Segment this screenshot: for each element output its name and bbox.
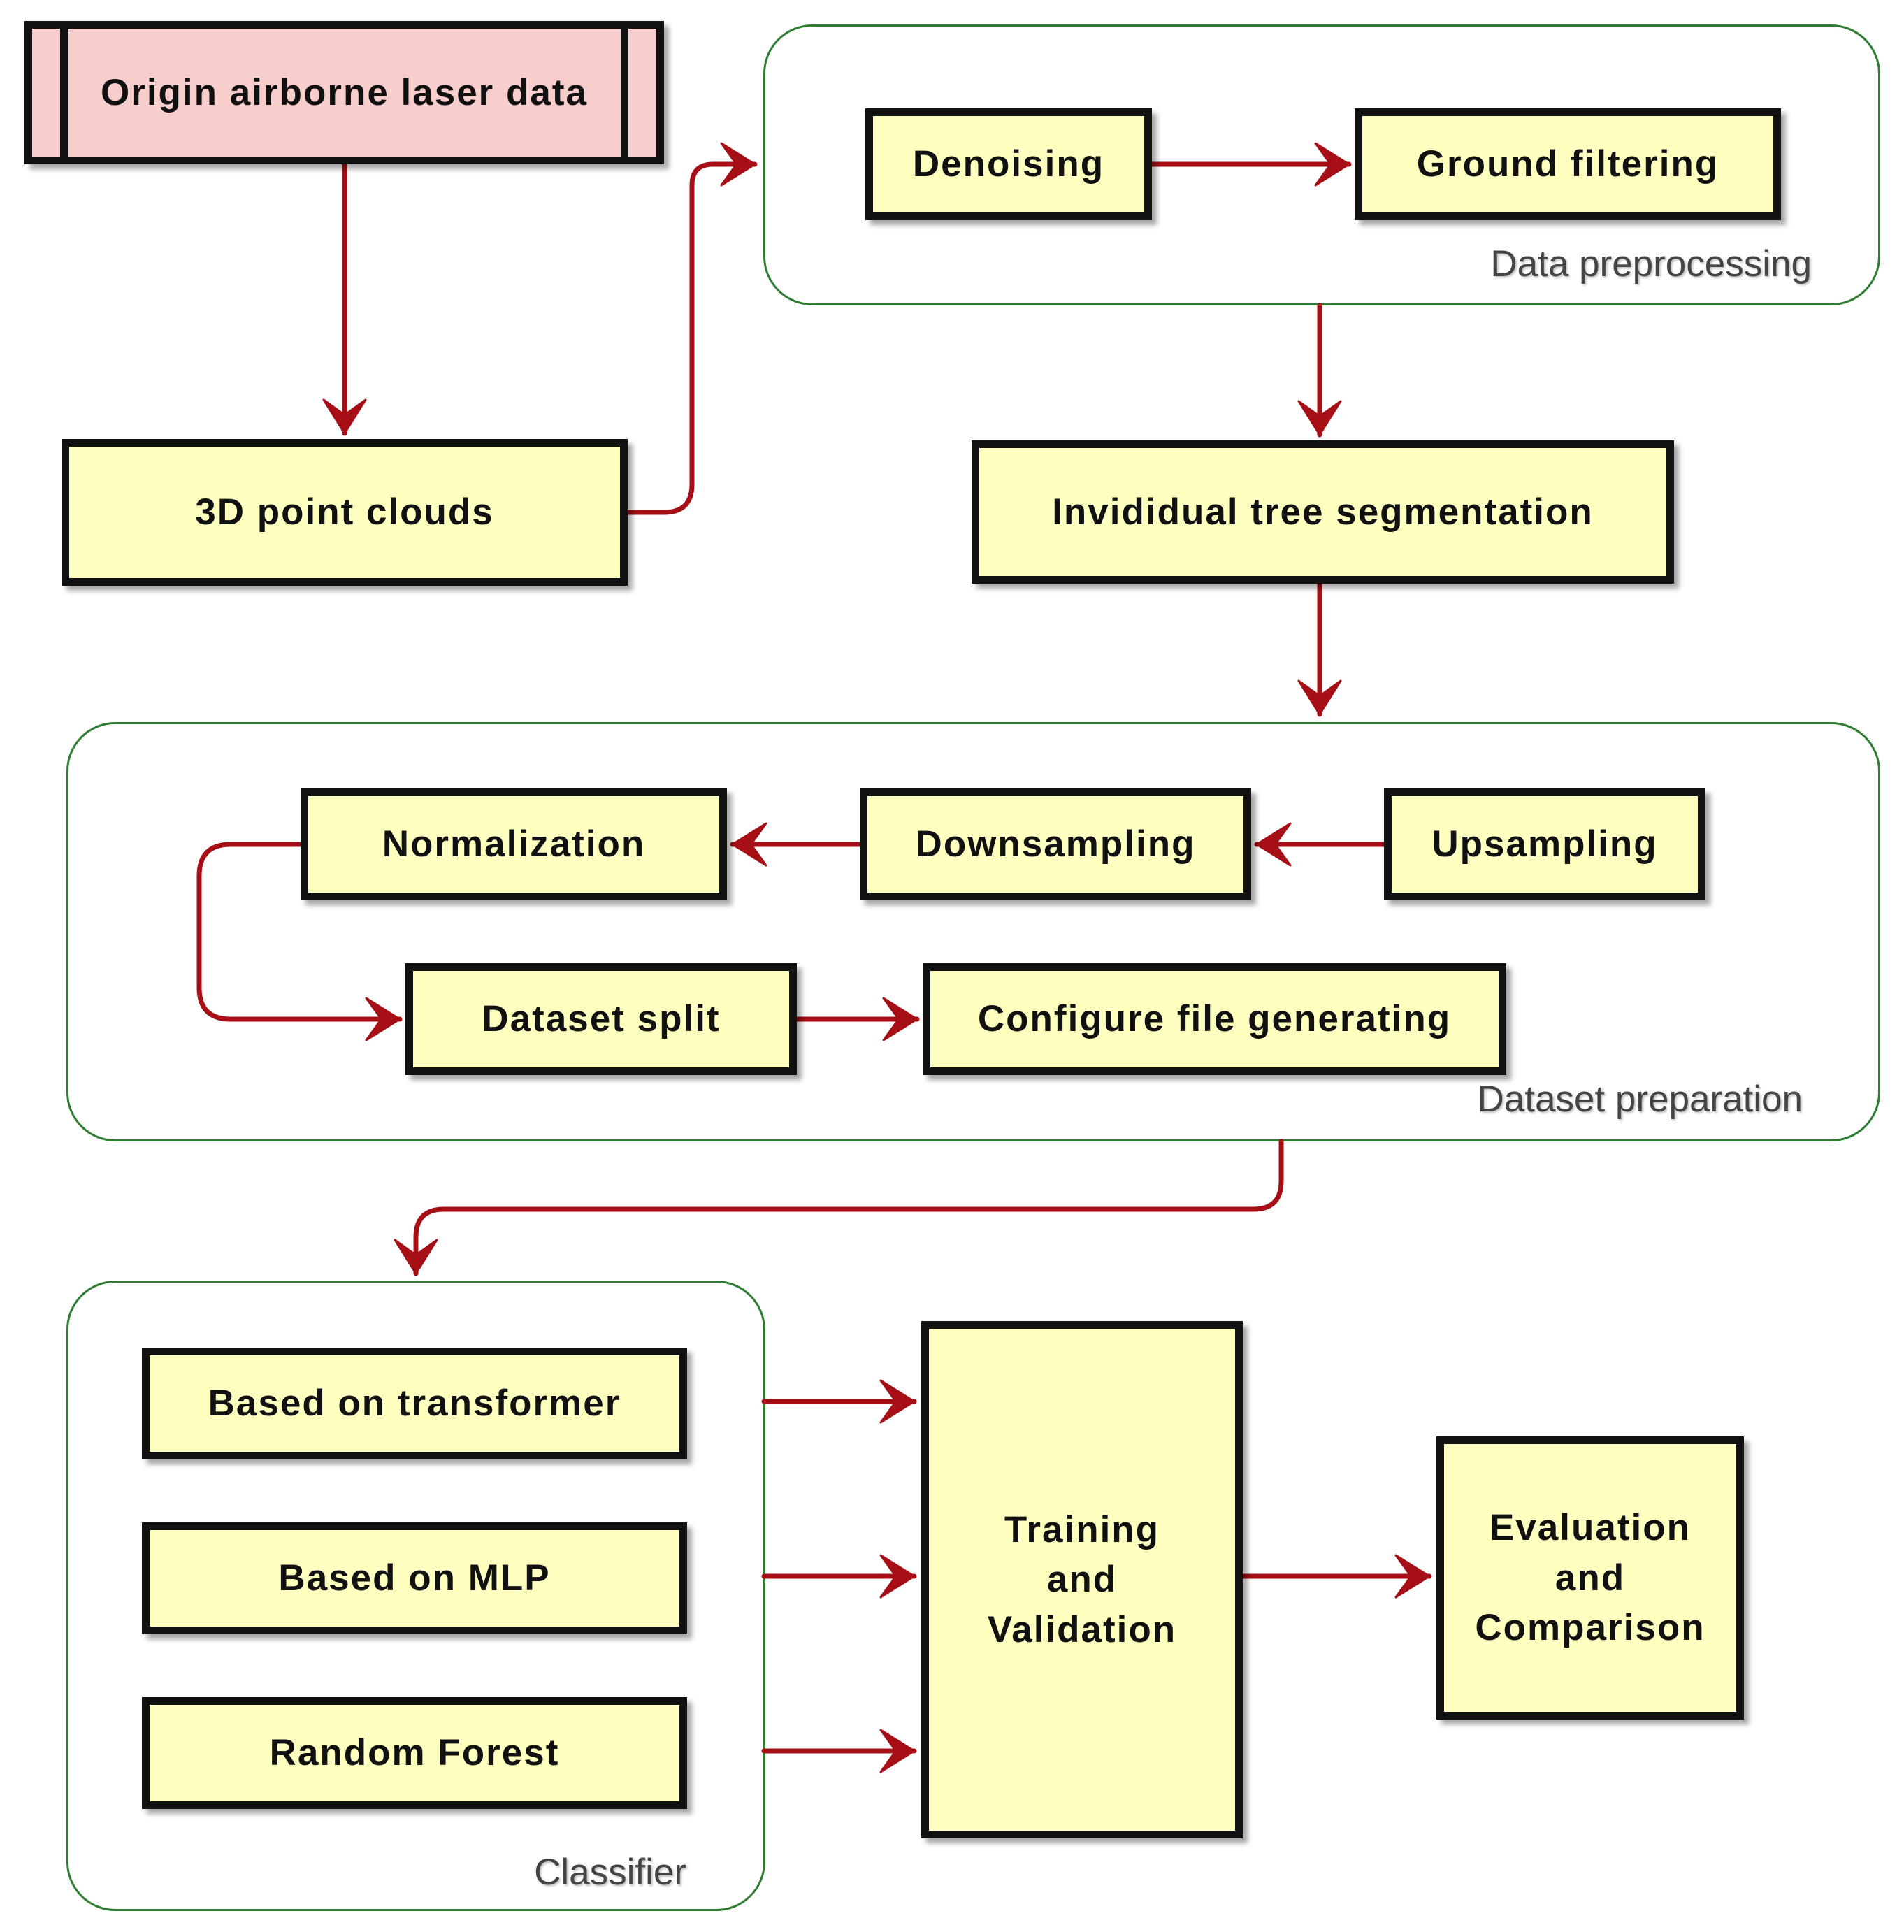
node-based-on-transformer: Based on transformer [142,1348,687,1459]
edge-point-clouds-to-data-preprocessing [625,142,758,515]
edge-line [625,161,758,515]
node-random-forest: Random Forest [142,1697,687,1809]
edge-training-to-evaluation [1240,1554,1432,1599]
group-label-dataset-preparation: Dataset preparation [1477,1079,1803,1120]
arrowhead-icon [720,142,756,187]
node-ground-filtering: Ground filtering [1355,108,1781,220]
node-configure-file-generating: Configure file generating [923,963,1506,1075]
node-denoising: Denoising [865,108,1152,220]
edge-transformer-to-training [761,1379,917,1424]
edge-normalization-to-dataset-split [196,842,403,1041]
edge-dataset-preparation-to-classifier [394,1139,1284,1276]
arrowhead-icon [1297,679,1342,716]
node-3d-point-clouds: 3D point clouds [62,439,628,586]
node-downsampling: Downsampling [860,788,1251,900]
node-evaluation-and-comparison: Evaluation and Comparison [1436,1436,1744,1720]
edge-line [413,1139,1284,1276]
arrowhead-icon [731,822,767,867]
arrowhead-icon [394,1239,438,1275]
arrowhead-icon [879,1729,916,1773]
arrowhead-icon [882,997,918,1041]
node-based-on-mlp: Based on MLP [142,1522,687,1634]
edge-data-preprocessing-to-tree-segmentation [1297,303,1342,438]
arrowhead-icon [879,1379,916,1424]
edge-denoising-to-ground-filtering [1149,142,1352,187]
arrowhead-icon [1314,142,1350,187]
node-individual-tree-segmentation: Invididual tree segmentation [972,440,1674,584]
edge-line [196,842,403,1022]
arrowhead-icon [1255,822,1292,867]
edge-dataset-split-to-configure-file [794,997,920,1041]
edge-tree-segmentation-to-dataset-preparation [1297,581,1342,717]
arrowhead-icon [1297,400,1342,436]
arrowhead-icon [1394,1554,1431,1599]
node-dataset-split: Dataset split [405,963,797,1075]
node-training-and-validation: Training and Validation [921,1321,1243,1838]
node-normalization: Normalization [301,788,727,900]
edge-mlp-to-training [761,1554,917,1599]
arrowhead-icon [365,997,401,1041]
node-upsampling: Upsampling [1384,788,1705,900]
group-label-classifier: Classifier [534,1852,686,1893]
edge-downsampling-to-normalization [730,822,863,867]
group-label-data-preprocessing: Data preprocessing [1490,243,1812,284]
edge-origin-to-point-clouds [322,161,367,436]
edge-random-forest-to-training [761,1729,917,1773]
arrowhead-icon [879,1554,916,1599]
node-origin-airborne-laser-data: Origin airborne laser data [24,21,664,164]
edge-upsampling-to-downsampling [1254,822,1387,867]
arrowhead-icon [322,398,367,435]
